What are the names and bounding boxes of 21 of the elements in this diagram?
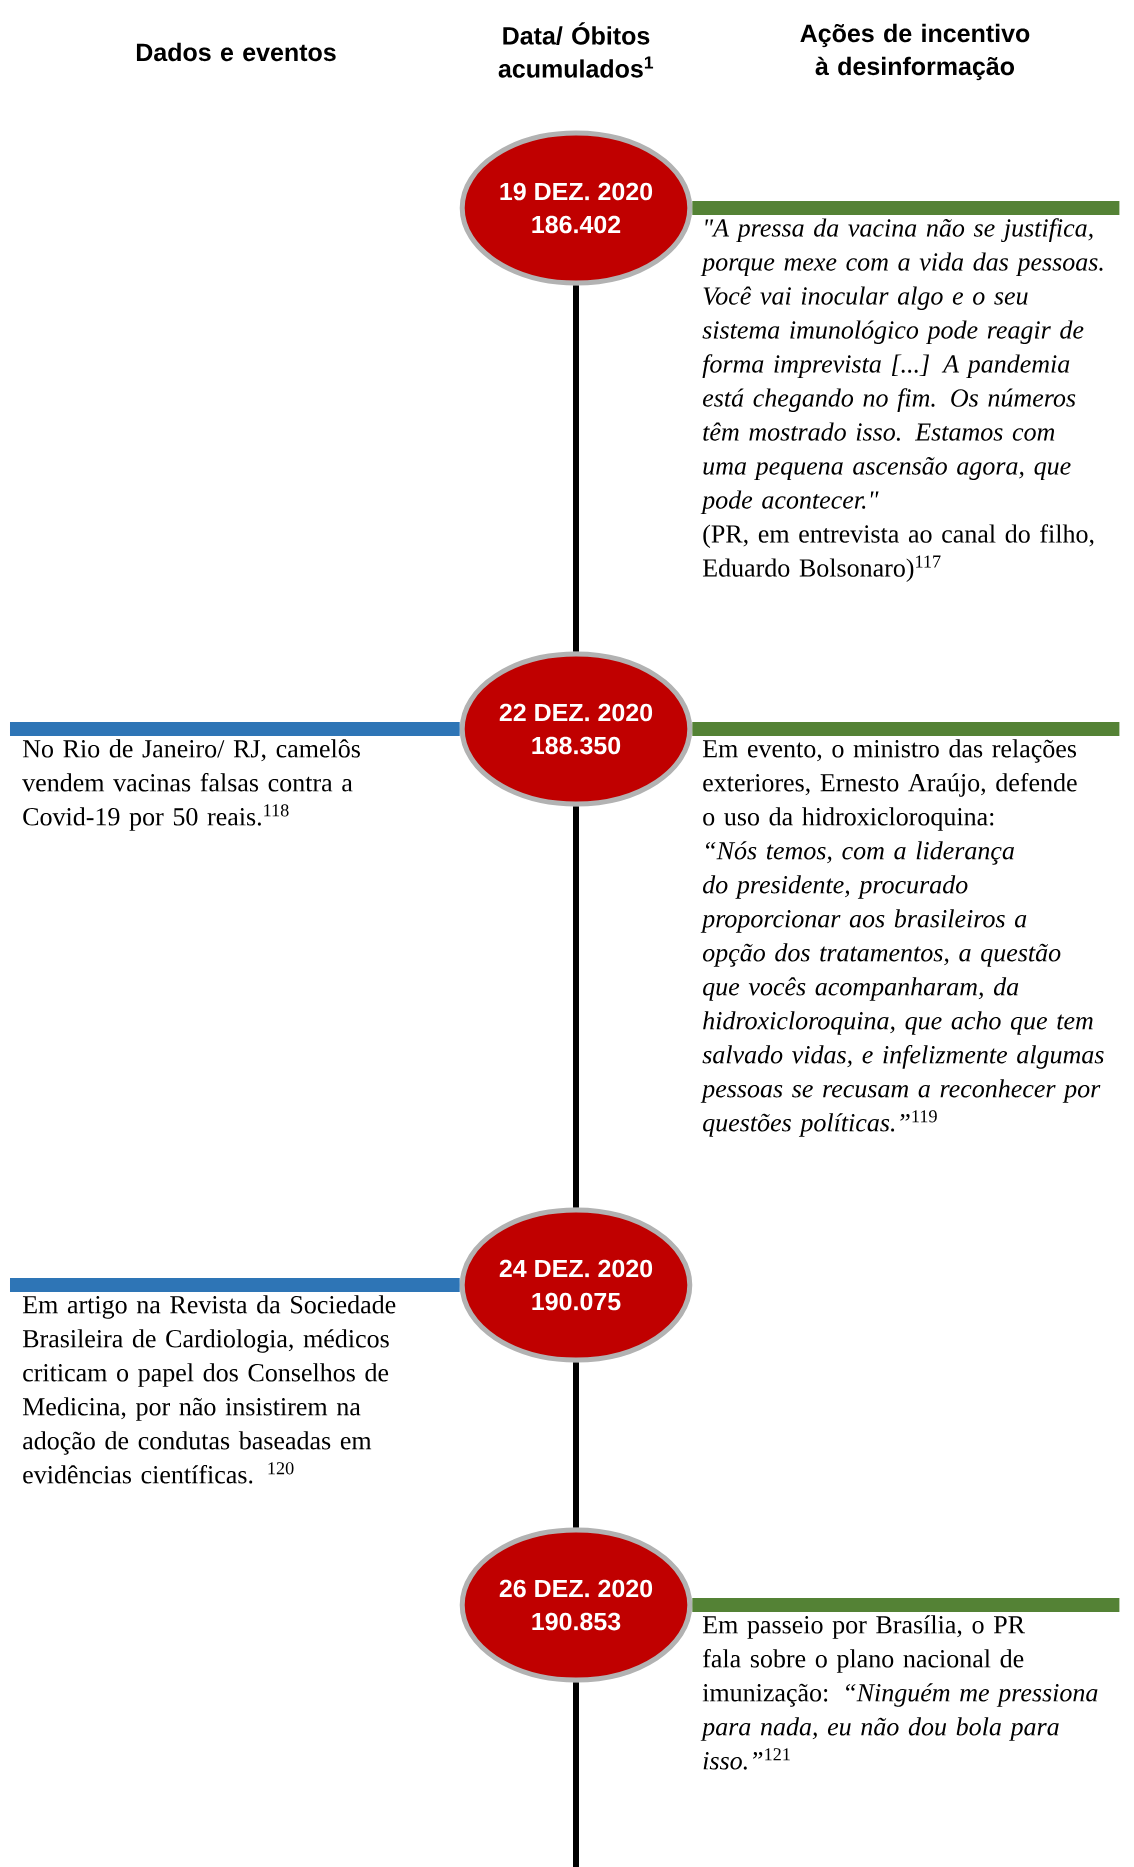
connector-bar: [10, 722, 460, 736]
column-heading: Ações de incentivo à desinformação: [800, 23, 1030, 81]
column-heading: Dados e eventos: [136, 42, 336, 62]
event-text: Em evento, o ministro das relações exteriores, Ernesto Araújo, defende o uso da hidroxicloroquina: “Nós temos, com a liderança do presidente, procurado proporcionar aos brasileiros a opção dos tratamentos, a questão que vocês acompanharam, da hidroxicloroquina, que acho que tem salvado vidas, e infelizmente algumas pessoas se recusam a reconhecer por questões políticas.”$^{119}$: [700, 739, 1104, 1137]
timeline-line: [573, 806, 579, 1208]
event-text: Em artigo na Revista da Sociedade Brasileira de Cardiologia, médicos criticam o papel dos Conselhos de Medicina, por não insistirem na adoção de condutas baseadas em evidências científicas. $^{120}$: [22, 1295, 396, 1484]
event-text: No Rio de Janeiro/ RJ, camelôs vendem vacinas falsas contra a Covid-19 por 50 reais.$^{118}$: [22, 739, 360, 831]
timeline-line: [573, 285, 579, 652]
date-oval: 24 DEZ. 2020 190.075: [459, 1207, 693, 1363]
connector-bar: [692, 201, 1120, 215]
event-text: Em passeio por Brasília, o PR fala sobre o plano nacional de imunização: “Ninguém me pressiona para nada, eu não dou bola para isso.”$^{121}$: [700, 1615, 1098, 1770]
date-oval: 26 DEZ. 2020 190.853: [459, 1527, 693, 1683]
timeline-line: [573, 1362, 579, 1528]
date-oval: 19 DEZ. 2020 186.402: [459, 130, 693, 286]
connector-bar: [692, 722, 1120, 736]
event-text: "A pressa da vacina não se justifica, porque mexe com a vida das pessoas. Você vai inocular algo e o seu sistema imunológico pode reagir de forma imprevista [...] A pandemia está chegando no fim. Os números têm mostrado isso. Estamos com uma pequena ascensão agora, que pode acontecer." (PR, em entrevista ao canal do filho, Eduardo Bolsonaro)$^{117}$: [700, 218, 1103, 583]
timeline-line: [573, 1682, 579, 1867]
connector-bar: [10, 1278, 460, 1292]
column-heading: Data/ Óbitos acumulados$^{1}$: [498, 22, 654, 78]
connector-bar: [692, 1598, 1120, 1612]
date-oval: 22 DEZ. 2020 188.350: [459, 651, 693, 807]
